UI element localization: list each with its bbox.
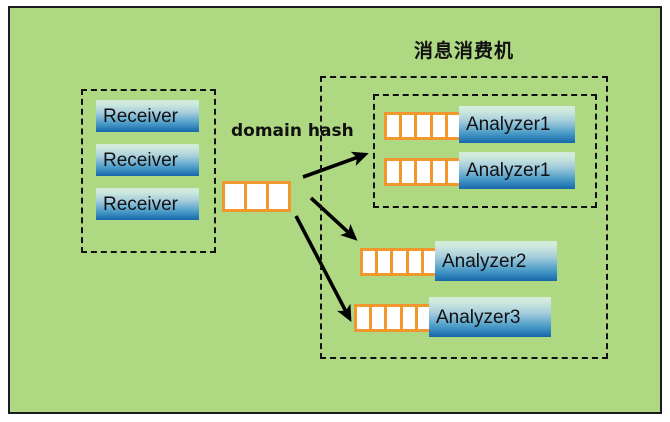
queue-cell (225, 184, 247, 209)
queue-cell (393, 251, 409, 273)
queue-cell (402, 161, 418, 183)
analyzer-node-2[interactable]: Analyzer2 (435, 241, 557, 281)
queue-cell (387, 115, 403, 137)
queue-cell (408, 251, 424, 273)
queue-cell (423, 251, 437, 273)
queue-cell (357, 307, 373, 329)
queue-cell (432, 115, 448, 137)
analyzer3-queue[interactable] (354, 304, 433, 332)
queue-cell (372, 307, 388, 329)
queue-cell (247, 184, 269, 209)
analyzer2-queue[interactable] (360, 248, 439, 276)
queue-cell (417, 307, 431, 329)
queue-cell (417, 161, 433, 183)
queue-cell (378, 251, 394, 273)
receiver-node-2[interactable]: Receiver (96, 144, 199, 176)
queue-cell (447, 161, 461, 183)
queue-cell (363, 251, 379, 273)
analyzer-node-1a[interactable]: Analyzer1 (459, 106, 575, 143)
analyzer1b-queue[interactable] (384, 158, 463, 186)
page-title: 消息消费机 (413, 40, 514, 62)
analyzer1-group (373, 94, 597, 208)
source-queue[interactable] (222, 181, 291, 212)
analyzer-node-1b[interactable]: Analyzer1 (459, 152, 575, 189)
queue-cell (417, 115, 433, 137)
consumer-group (320, 76, 608, 359)
queue-cell (402, 307, 418, 329)
receiver-node-1[interactable]: Receiver (96, 100, 199, 132)
queue-cell (447, 115, 461, 137)
analyzer-node-3[interactable]: Analyzer3 (429, 297, 551, 337)
queue-cell (387, 307, 403, 329)
queue-cell (432, 161, 448, 183)
queue-cell (402, 115, 418, 137)
analyzer1a-queue[interactable] (384, 112, 463, 140)
receiver-node-3[interactable]: Receiver (96, 188, 199, 220)
domain-hash-label: domain hash (231, 121, 354, 141)
queue-cell (387, 161, 403, 183)
receivers-group (81, 89, 216, 253)
queue-cell (269, 184, 288, 209)
